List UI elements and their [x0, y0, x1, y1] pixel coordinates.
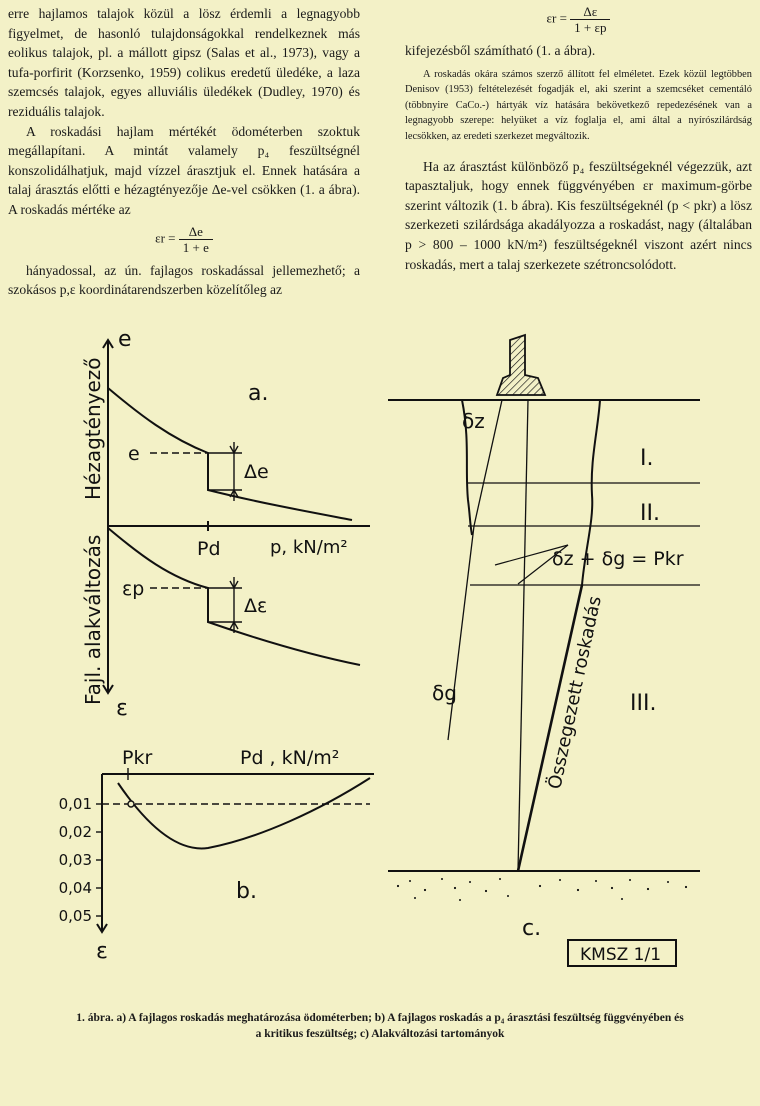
right-small-note: A roskadás okára számos szerző állított … — [405, 68, 752, 142]
eps-p-label: εp — [122, 578, 144, 600]
ylabel-void-ratio: Hézagtényező — [81, 358, 105, 501]
sigma-z-label: δz — [462, 409, 485, 433]
left-text-column: erre hajlamos talajok közül a lösz érdem… — [8, 4, 360, 300]
stamp-box — [567, 939, 677, 967]
zone-2-label: II. — [640, 501, 660, 526]
figure-caption: 1. ábra. a) A fajlagos roskadás meghatár… — [0, 1010, 760, 1042]
figure: e ε Hézagtényező Fajl. alakváltozás a. e… — [59, 327, 700, 967]
zone-1-label: I. — [640, 446, 653, 471]
delta-eps-label: Δε — [244, 595, 267, 617]
x-axis-label-b: Pd , kN/m² — [240, 747, 339, 769]
left-paragraph-3: hányadossal, az ún. fajlagos roskadással… — [8, 262, 360, 298]
right-formula-denominator: 1 + εp — [574, 20, 607, 35]
right-paragraph-2: Ha az árasztást különböző p₄ feszültsége… — [405, 158, 752, 272]
stamp-text: KMSZ 1/1 — [580, 945, 661, 965]
rail-footing — [495, 333, 547, 396]
left-formula-lhs: εr = — [155, 230, 176, 246]
e-label: e — [128, 443, 140, 465]
center-line — [517, 399, 529, 872]
panel-b-label: b. — [236, 879, 257, 904]
cumulative-collapse-line — [516, 584, 584, 872]
ylabel-strain: Fajl. alakváltozás — [81, 535, 105, 705]
right-paragraph-1: kifejezésből számítható (1. a ábra). — [405, 43, 596, 58]
left-paragraph-2: A roskadási hajlam mértékét ödométerben … — [8, 123, 360, 217]
right-formula-lhs: εr = — [546, 10, 567, 26]
critical-condition-label: δz + δg = Pkr — [552, 548, 684, 570]
tick-0-02: 0,02 — [59, 823, 92, 841]
sigma-g-line — [447, 399, 503, 741]
collapse-curve — [117, 777, 371, 850]
panel-a-eps-axis-label: ε — [116, 696, 128, 721]
panel-a-label: a. — [248, 381, 268, 406]
left-formula-denominator: 1 + e — [182, 239, 209, 255]
panel-a-arrow-down — [102, 684, 114, 695]
tick-0-03: 0,03 — [59, 851, 92, 869]
right-formula: εr = Δε 1 + εp — [405, 4, 752, 35]
left-formula-numerator: Δe — [178, 224, 213, 240]
tick-0-05: 0,05 — [59, 907, 92, 925]
tick-0-01: 0,01 — [59, 795, 92, 813]
soil-dots — [396, 878, 688, 901]
left-paragraph-1: erre hajlamos talajok közül a lösz érdem… — [8, 6, 360, 119]
left-formula: εr = Δe 1 + e — [8, 224, 360, 255]
tick-0-04: 0,04 — [59, 879, 92, 897]
caption-line-1: 1. ábra. a) A fajlagos roskadás meghatár… — [76, 1012, 684, 1024]
right-formula-numerator: Δε — [570, 4, 611, 20]
right-text-column: εr = Δε 1 + εp kifejezésből számítható (… — [405, 4, 752, 274]
x-axis-label-a: p, kN/m² — [270, 537, 348, 558]
caption-line-2: a kritikus feszültség; c) Alakváltozási … — [255, 1028, 505, 1040]
pd-label: Pd — [197, 538, 221, 560]
panel-a-e-axis-label: e — [118, 327, 132, 352]
pkr-label: Pkr — [122, 747, 152, 769]
pkr-point — [127, 800, 135, 808]
zone-3-label: III. — [630, 691, 656, 716]
panel-b-axis-label: ε — [96, 939, 108, 964]
sigma-z-curve-left — [461, 399, 473, 536]
sigma-z-curve-right — [581, 399, 601, 586]
void-ratio-curve — [107, 387, 353, 521]
panel-c-label: c. — [522, 916, 541, 941]
panel-a-arrow-up — [102, 338, 114, 349]
delta-e-label: Δe — [244, 461, 269, 483]
sigma-g-label: δg — [432, 681, 457, 705]
